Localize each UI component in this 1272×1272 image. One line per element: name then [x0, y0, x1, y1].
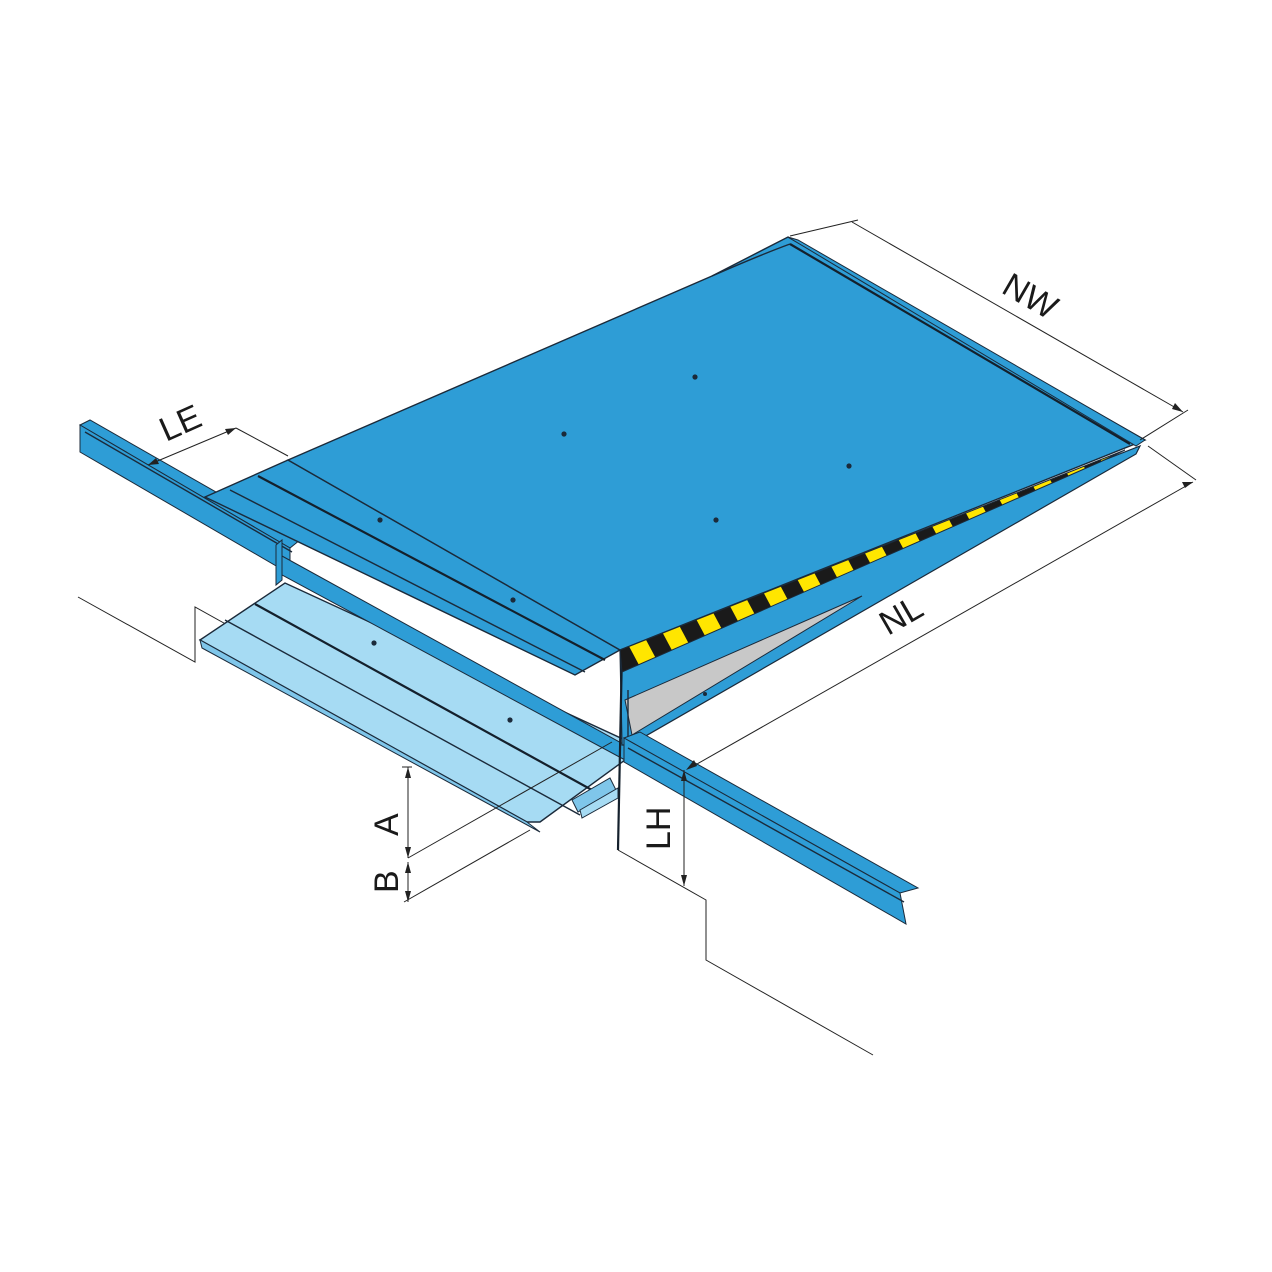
bolt-icon [377, 517, 383, 523]
bolt-icon [510, 597, 516, 603]
dimension-lh: LH [640, 770, 687, 886]
dimension-le: LE [147, 398, 289, 466]
bolt-icon [846, 463, 852, 469]
bolt-icon [371, 640, 377, 646]
pit-outline-left [77, 596, 241, 663]
pit-outline-right [617, 849, 874, 1056]
dimension-a-b: A B [368, 741, 613, 903]
bolt-icon [692, 374, 698, 380]
label-b: B [368, 870, 406, 893]
hazard-stripe [619, 449, 1126, 673]
bolt-icon [507, 717, 513, 723]
label-a: A [368, 813, 406, 836]
label-nw: NW [996, 266, 1064, 327]
bolt-icon [713, 517, 719, 523]
front-curb-angle-right [622, 731, 920, 925]
bolt-icon [703, 692, 707, 696]
label-lh: LH [640, 807, 678, 850]
side-skirt [616, 444, 1142, 851]
platform-deck [203, 236, 1147, 676]
bolt-icon [561, 431, 567, 437]
label-le: LE [154, 398, 207, 450]
